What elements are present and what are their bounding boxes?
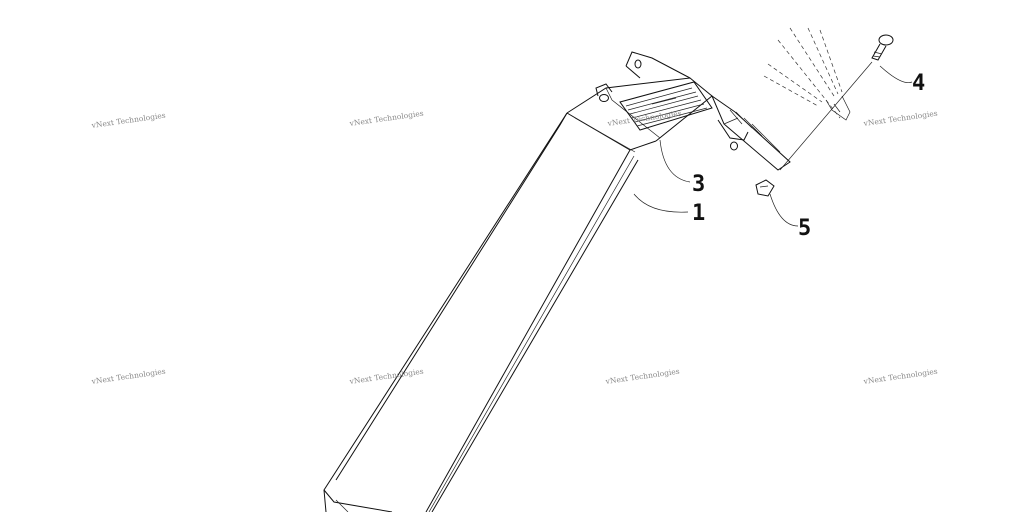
callout-4: 4 [912, 71, 925, 96]
callout-1: 1 [692, 201, 705, 226]
leader-lines [633, 65, 913, 227]
top-bracket [566, 51, 791, 171]
svg-text:vNext Technologies: vNext Technologies [348, 109, 424, 128]
leader-3 [659, 139, 691, 183]
part-3-decal [619, 81, 713, 131]
watermark: vNext Technologies [862, 367, 938, 386]
part-4-screw [871, 34, 894, 61]
svg-text:vNext Technologies: vNext Technologies [90, 367, 166, 386]
callout-5: 5 [798, 216, 811, 241]
watermark-group: vNext Technologies vNext Technologies vN… [90, 109, 938, 386]
leader-4 [879, 65, 913, 83]
svg-text:vNext Technologies: vNext Technologies [90, 111, 166, 130]
callout-3: 3 [692, 172, 705, 197]
leader-5 [769, 193, 799, 227]
watermark: vNext Technologies [90, 367, 166, 386]
leader-1 [633, 193, 689, 213]
part-5-nut [755, 179, 775, 197]
watermark: vNext Technologies [90, 111, 166, 130]
watermark: vNext Technologies [348, 367, 424, 386]
watermark: vNext Technologies [604, 367, 680, 386]
part-1-cover-panel [323, 112, 657, 512]
svg-text:vNext Technologies: vNext Technologies [604, 367, 680, 386]
svg-text:vNext Technologies: vNext Technologies [862, 367, 938, 386]
watermark: vNext Technologies [862, 109, 938, 128]
assembly-axis [779, 61, 873, 171]
tool-sketch [763, 27, 851, 121]
svg-text:vNext Technologies: vNext Technologies [862, 109, 938, 128]
svg-text:vNext Technologies: vNext Technologies [348, 367, 424, 386]
watermark: vNext Technologies [348, 109, 424, 128]
